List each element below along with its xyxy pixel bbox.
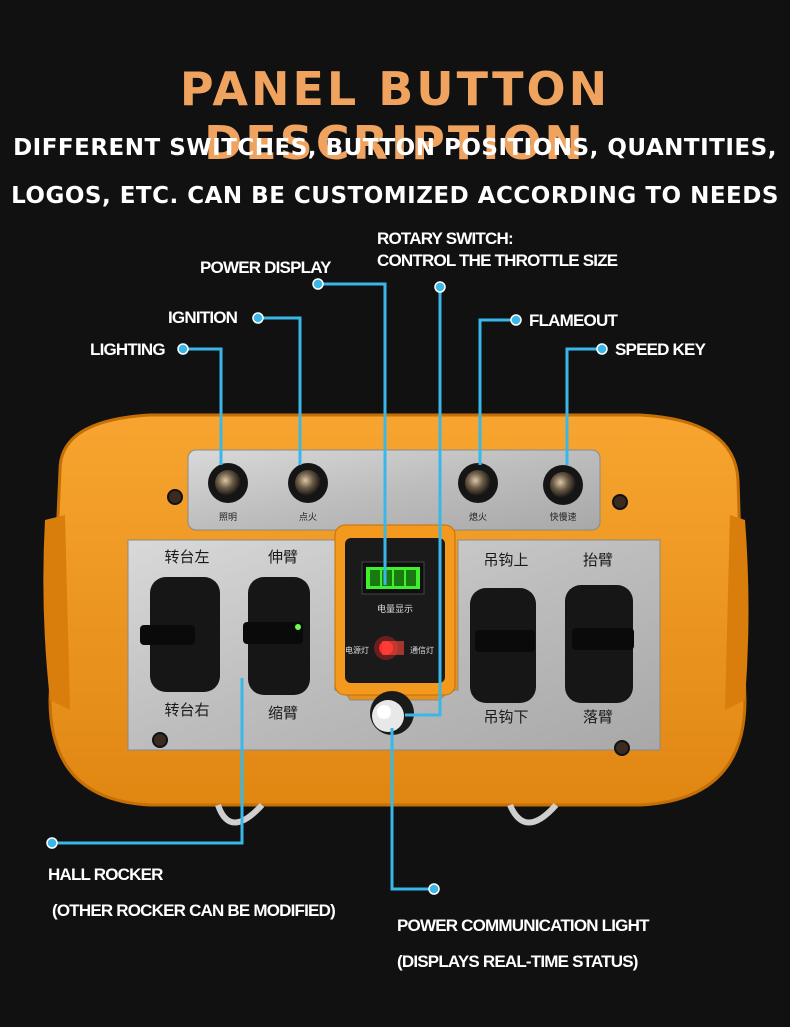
display-label: 电量显示 — [377, 603, 413, 615]
svg-text:吊钩上: 吊钩上 — [483, 551, 528, 569]
svg-text:转台右: 转台右 — [164, 701, 209, 719]
power-light-label: 电源灯 — [345, 645, 369, 655]
toggle-switches — [208, 463, 583, 505]
flameout-label: FLAMEOUT — [529, 311, 618, 330]
power-comm-light-desc: (DISPLAYS REAL-TIME STATUS) — [397, 952, 638, 971]
lighting-label: LIGHTING — [90, 340, 166, 359]
ignition-label: IGNITION — [168, 308, 238, 327]
power-comm-light-label: POWER COMMUNICATION LIGHT — [397, 916, 649, 935]
switch-plate — [187, 449, 601, 531]
hall-rocker-label: HALL ROCKER — [48, 865, 163, 884]
rockers — [140, 577, 634, 703]
svg-text:照明: 照明 — [219, 512, 237, 523]
speed-key-label: SPEED KEY — [615, 340, 706, 359]
subtitle-line-1: DIFFERENT SWITCHES, BUTTON POSITIONS, QU… — [13, 135, 777, 161]
power-display-label: POWER DISPLAY — [200, 258, 331, 277]
svg-text:伸臂: 伸臂 — [268, 548, 298, 566]
rotary-switch-label: ROTARY SWITCH: — [377, 229, 514, 248]
svg-text:落臂: 落臂 — [583, 708, 613, 726]
svg-text:缩臂: 缩臂 — [268, 704, 298, 722]
svg-text:吊钩下: 吊钩下 — [483, 708, 528, 726]
comm-light-label: 通信灯 — [410, 645, 434, 655]
svg-text:快慢速: 快慢速 — [549, 511, 576, 523]
svg-text:转台左: 转台左 — [164, 548, 209, 566]
svg-text:点火: 点火 — [299, 512, 317, 523]
subtitle-line-2: LOGOS, ETC. CAN BE CUSTOMIZED ACCORDING … — [11, 183, 779, 209]
callout-lines — [52, 282, 602, 891]
svg-text:熄火: 熄火 — [469, 511, 487, 523]
svg-text:抬臂: 抬臂 — [583, 551, 613, 569]
page-title: PANEL BUTTON DESCRIPTION — [179, 62, 611, 170]
hall-rocker-desc: (OTHER ROCKER CAN BE MODIFIED) — [52, 901, 336, 920]
rotary-switch-desc: CONTROL THE THROTTLE SIZE — [377, 251, 618, 270]
